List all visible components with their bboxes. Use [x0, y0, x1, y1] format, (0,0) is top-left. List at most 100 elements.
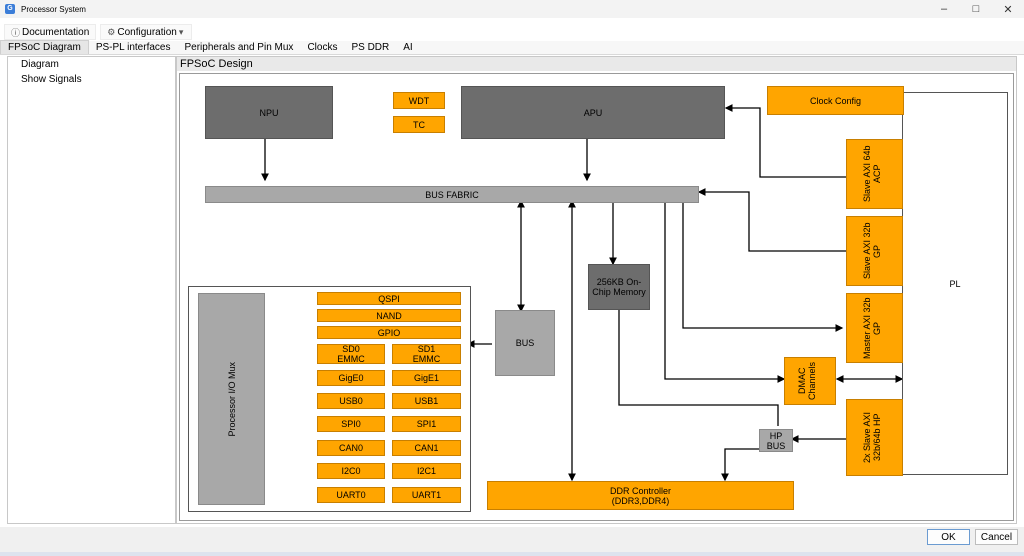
ddr-controller-block[interactable]: DDR Controller (DDR3,DDR4)	[487, 481, 794, 510]
sd1-label: SD1 EMMC	[412, 344, 441, 364]
uart0-block[interactable]: UART0	[317, 487, 385, 503]
npu-block[interactable]: NPU	[205, 86, 333, 139]
minimize-icon[interactable]: –	[940, 3, 948, 15]
diagram-canvas: PL NPU WDT TC APU Clock Config BUS FABRI…	[179, 73, 1014, 521]
app-icon: G	[5, 4, 15, 14]
nand-label: NAND	[376, 310, 402, 321]
can0-block[interactable]: CAN0	[317, 440, 385, 456]
clock-config-block[interactable]: Clock Config	[767, 86, 904, 115]
i2c0-label: I2C0	[341, 466, 361, 476]
tab-peripherals-pin-mux[interactable]: Peripherals and Pin Mux	[184, 41, 294, 53]
pl-label: PL	[949, 278, 961, 289]
bus-block[interactable]: BUS	[495, 310, 555, 376]
ok-button[interactable]: OK	[927, 529, 970, 545]
uart1-block[interactable]: UART1	[392, 487, 461, 503]
window-controls: – □ ✕	[928, 0, 1024, 18]
slave-axi-acp-block[interactable]: Slave AXI 64b ACP	[846, 139, 903, 209]
tab-clocks[interactable]: Clocks	[307, 41, 338, 53]
tab-ai[interactable]: AI	[403, 41, 413, 53]
can0-label: CAN0	[338, 443, 363, 453]
tc-block[interactable]: TC	[393, 116, 445, 133]
sidebar: Diagram Show Signals	[7, 56, 176, 524]
npu-label: NPU	[259, 107, 279, 118]
spi1-block[interactable]: SPI1	[392, 416, 461, 432]
tab-ps-pl-interfaces[interactable]: PS-PL interfaces	[95, 41, 171, 53]
usb1-label: USB1	[414, 396, 439, 406]
gige1-block[interactable]: GigE1	[392, 370, 461, 386]
tab-ps-ddr[interactable]: PS DDR	[351, 41, 390, 53]
i2c1-block[interactable]: I2C1	[392, 463, 461, 479]
usb0-label: USB0	[339, 396, 363, 406]
gpio-label: GPIO	[377, 327, 401, 338]
dropdown-icon: ▾	[178, 26, 184, 37]
hp-bus-block[interactable]: HP BUS	[759, 429, 793, 452]
bus-fabric-block[interactable]: BUS FABRIC	[205, 186, 699, 203]
dmac-label: DMAC Channels	[797, 361, 817, 401]
master-axi-gp-label: Master AXI 32b GP	[861, 297, 882, 359]
gige0-label: GigE0	[338, 373, 364, 383]
wdt-block[interactable]: WDT	[393, 92, 445, 109]
clock-config-label: Clock Config	[809, 95, 862, 106]
i2c1-label: I2C1	[416, 466, 436, 476]
can1-block[interactable]: CAN1	[392, 440, 461, 456]
qspi-label: QSPI	[378, 293, 400, 304]
sd0-label: SD0 EMMC	[337, 344, 365, 364]
bus-label: BUS	[515, 338, 535, 348]
bus-fabric-label: BUS FABRIC	[425, 189, 479, 200]
wdt-label: WDT	[408, 95, 430, 106]
usb1-block[interactable]: USB1	[392, 393, 461, 409]
configuration-label: Configuration	[117, 26, 177, 38]
gpio-block[interactable]: GPIO	[317, 326, 461, 339]
apu-block[interactable]: APU	[461, 86, 725, 139]
processor-io-mux-label: Processor I/O Mux	[226, 361, 237, 437]
ocm-label: 256KB On-Chip Memory	[592, 277, 646, 297]
configuration-button[interactable]: ⚙ Configuration ▾	[100, 24, 193, 40]
spi0-label: SPI0	[341, 419, 361, 429]
can1-label: CAN1	[414, 443, 439, 453]
info-icon: ⓘ	[11, 27, 21, 38]
uart0-label: UART0	[336, 490, 366, 500]
settings-icon: ⚙	[107, 26, 116, 37]
sd0-emmc-block[interactable]: SD0 EMMC	[317, 344, 385, 364]
slave-axi-gp-label: Slave AXI 32b GP	[861, 222, 882, 280]
i2c0-block[interactable]: I2C0	[317, 463, 385, 479]
hp-slave-axi-label: 2x Slave AXI 32b/64b HP	[861, 411, 882, 464]
window-title: Processor System	[21, 4, 86, 14]
dialog-footer: OK Cancel	[0, 527, 1024, 556]
gige1-label: GigE1	[413, 373, 439, 383]
cancel-button[interactable]: Cancel	[975, 529, 1018, 545]
pl-block[interactable]: PL	[902, 92, 1008, 475]
design-title: FPSoC Design	[177, 57, 1016, 71]
design-panel: FPSoC Design	[176, 56, 1017, 524]
maximize-icon[interactable]: □	[972, 3, 980, 15]
title-bar: G Processor System – □ ✕	[0, 0, 1024, 18]
tab-bar: FPSoC Diagram PS-PL interfaces Periphera…	[0, 40, 1024, 55]
documentation-label: Documentation	[22, 26, 90, 38]
processor-io-mux-block[interactable]: Processor I/O Mux	[198, 293, 265, 505]
ocm-block[interactable]: 256KB On-Chip Memory	[588, 264, 650, 310]
close-icon[interactable]: ✕	[1003, 3, 1013, 16]
sidebar-item-show-signals[interactable]: Show Signals	[21, 74, 82, 85]
gige0-block[interactable]: GigE0	[317, 370, 385, 386]
uart1-label: UART1	[411, 490, 442, 500]
sd1-emmc-block[interactable]: SD1 EMMC	[392, 344, 461, 364]
usb0-block[interactable]: USB0	[317, 393, 385, 409]
menu-bar: ⓘ Documentation ⚙ Configuration ▾	[0, 24, 1024, 40]
spi1-label: SPI1	[416, 419, 437, 429]
hp-slave-axi-block[interactable]: 2x Slave AXI 32b/64b HP	[846, 399, 903, 476]
tc-label: TC	[413, 119, 425, 130]
ddr-controller-label: DDR Controller (DDR3,DDR4)	[609, 485, 671, 506]
tab-fpsoc-diagram[interactable]: FPSoC Diagram	[0, 40, 89, 54]
sidebar-item-diagram[interactable]: Diagram	[21, 59, 59, 70]
hp-bus-label: HP BUS	[766, 430, 786, 451]
dmac-block[interactable]: DMAC Channels	[784, 357, 836, 405]
qspi-block[interactable]: QSPI	[317, 292, 461, 305]
apu-label: APU	[583, 107, 603, 118]
nand-block[interactable]: NAND	[317, 309, 461, 322]
slave-axi-gp-block[interactable]: Slave AXI 32b GP	[846, 216, 903, 286]
spi0-block[interactable]: SPI0	[317, 416, 385, 432]
master-axi-gp-block[interactable]: Master AXI 32b GP	[846, 293, 903, 363]
documentation-button[interactable]: ⓘ Documentation	[4, 24, 97, 40]
taskbar-strip	[0, 552, 1024, 556]
slave-axi-acp-label: Slave AXI 64b ACP	[861, 145, 882, 203]
